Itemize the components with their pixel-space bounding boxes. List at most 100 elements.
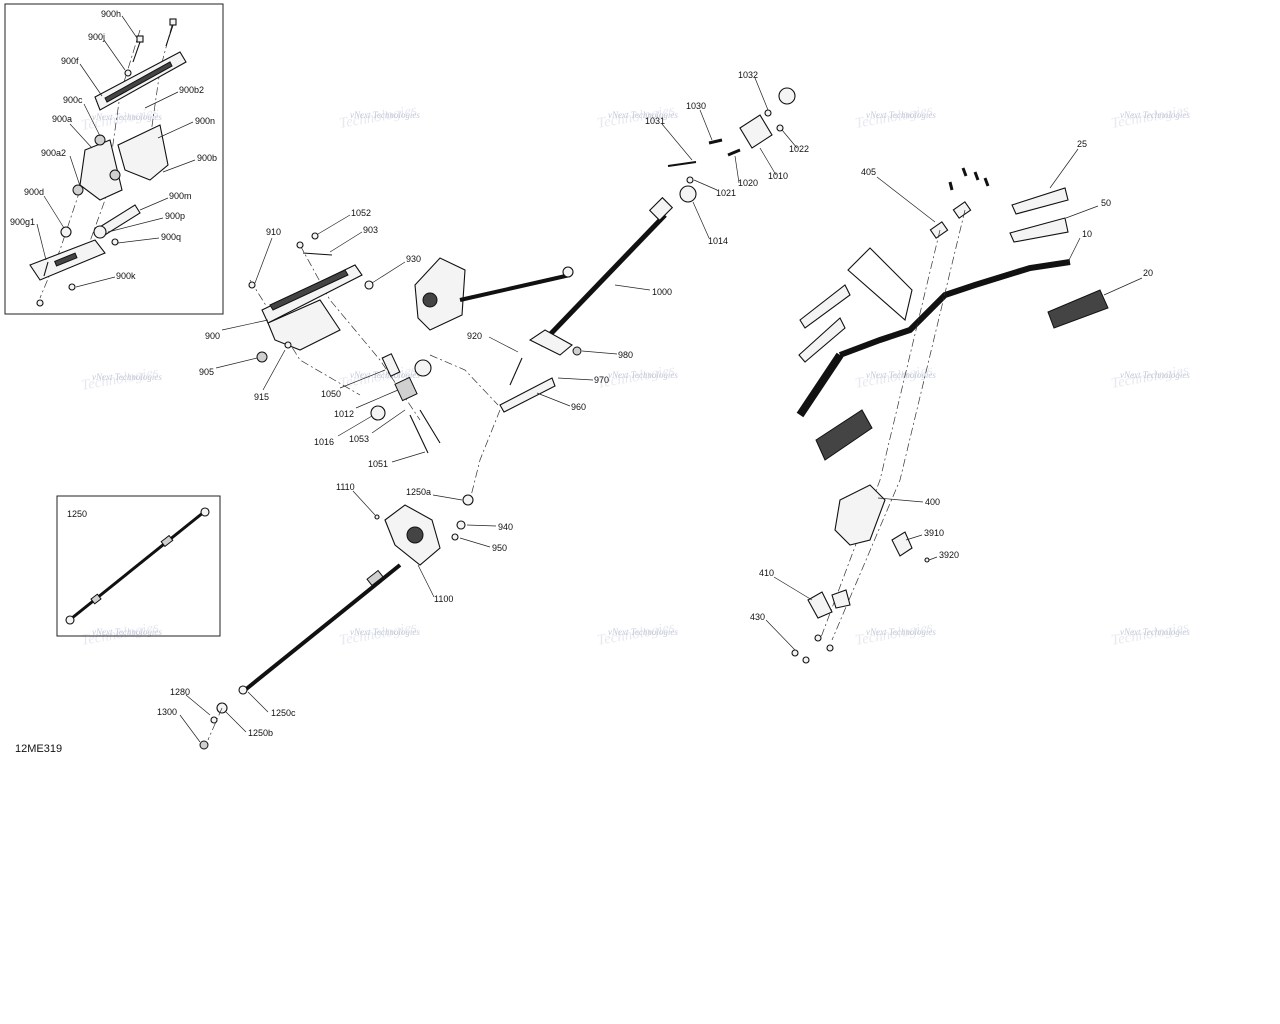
leader [107,217,164,233]
callout-900n: 900n [195,116,215,126]
mount-3910 [891,531,913,557]
column-1000 [538,213,667,347]
rod-end-1250a [462,494,474,506]
leader [179,714,201,743]
leader [1067,237,1081,263]
bolt-1110 [374,514,380,520]
tie-rod-nut [90,593,102,605]
bushing-930b [414,359,432,377]
nut-1052b [311,232,319,240]
callout-900k: 900k [116,271,136,281]
callout-920: 920 [467,331,482,341]
bushing-900a2 [72,184,84,196]
bracket-900b [117,124,169,181]
inset-1250-tie-rod: 1250 [56,495,221,637]
heated-grip-left [815,409,873,461]
bolt-430d [826,644,834,652]
screw-3920 [924,557,930,563]
leader [121,15,138,39]
leader [391,451,426,463]
nut-1300 [199,740,209,750]
callout-1250c: 1250c [271,708,296,718]
callout-900b2: 900b2 [179,85,204,95]
watermark: Technologies vNext Technologies [854,103,936,132]
spacer-900d [60,226,72,238]
callout-980: 980 [618,350,633,360]
housing-1100-bore [406,526,424,544]
grip-sleeve [798,317,846,363]
washer-940 [456,520,466,530]
leader [371,261,406,284]
leader [905,534,923,541]
nut-980 [572,346,582,356]
shaft-collar [366,569,384,587]
steering-column-assembly: 1000 920 980 970 960 1032 1030 1031 1022… [429,70,809,501]
lower-shaft-assembly: 1110 1250a 940 950 1100 1280 1300 1250c … [157,482,513,750]
pin-1030 [708,138,723,145]
housing-930 [414,257,466,331]
leader [262,349,286,391]
assembly-axis [819,229,941,641]
leader [221,319,269,331]
callout-1000: 1000 [652,287,672,297]
pin-1020 [727,148,741,157]
callout-1051: 1051 [368,459,388,469]
leader [581,350,618,355]
leader [79,63,103,97]
inset-900-bracket-detail: 900h 900j 900f 900b2 900c 900a 900n 900a… [4,3,224,315]
watermark: Technologies vNext Technologies [1110,620,1190,649]
leader [215,357,258,369]
washer-1280 [210,716,218,724]
callout-900f: 900f [61,56,79,66]
callout-405: 405 [861,167,876,177]
leader [614,284,651,291]
assembly-axis [207,707,223,741]
leader [225,711,247,733]
leader [781,129,798,149]
svg-text:vNext Technologies: vNext Technologies [1120,370,1190,380]
leader [466,524,497,527]
bolt-1051 [409,414,429,454]
svg-text:vNext Technologies: vNext Technologies [350,110,420,120]
callout-25: 25 [1077,139,1087,149]
tie-rod-nut [160,534,174,548]
tie-rod-1250 [71,510,205,620]
sleeve-1050 [381,353,401,377]
callout-900p: 900p [165,211,185,221]
bolt-405c [973,171,980,181]
column-yoke-1000 [648,196,674,222]
housing-930-hole [422,292,438,308]
leader [699,109,713,141]
callout-1300: 1300 [157,707,177,717]
callout-1010: 1010 [768,171,788,181]
watermark: Technologies vNext Technologies [80,620,162,649]
link-rod-930 [459,273,571,302]
callout-915: 915 [254,392,269,402]
callout-1014: 1014 [708,236,728,246]
rod-903 [302,252,333,256]
callout-1020: 1020 [738,178,758,188]
callout-905: 905 [199,367,214,377]
inset-frame [4,3,224,315]
handlebar-10 [838,259,1071,358]
nut-1022 [776,124,784,132]
leader [103,39,126,71]
callout-903: 903 [363,225,378,235]
callout-430: 430 [750,612,765,622]
watermark: Technologies vNext Technologies [854,620,936,649]
block-1010 [739,114,773,149]
leader [371,409,406,434]
watermark-layer: Technologies vNext Technologies Technolo… [80,103,1190,649]
leader [254,237,273,284]
leader [417,564,435,598]
rod-end-930 [562,266,574,278]
callout-900q: 900q [161,232,181,242]
callout-950: 950 [492,543,507,553]
nut-900q [111,238,119,246]
callout-910: 910 [266,227,281,237]
handlebar-pad-end [799,284,851,329]
callout-900g1: 900g1 [10,217,35,227]
bolt-405 [948,181,954,191]
leader [69,123,93,149]
plate-900k-slot [54,252,78,267]
